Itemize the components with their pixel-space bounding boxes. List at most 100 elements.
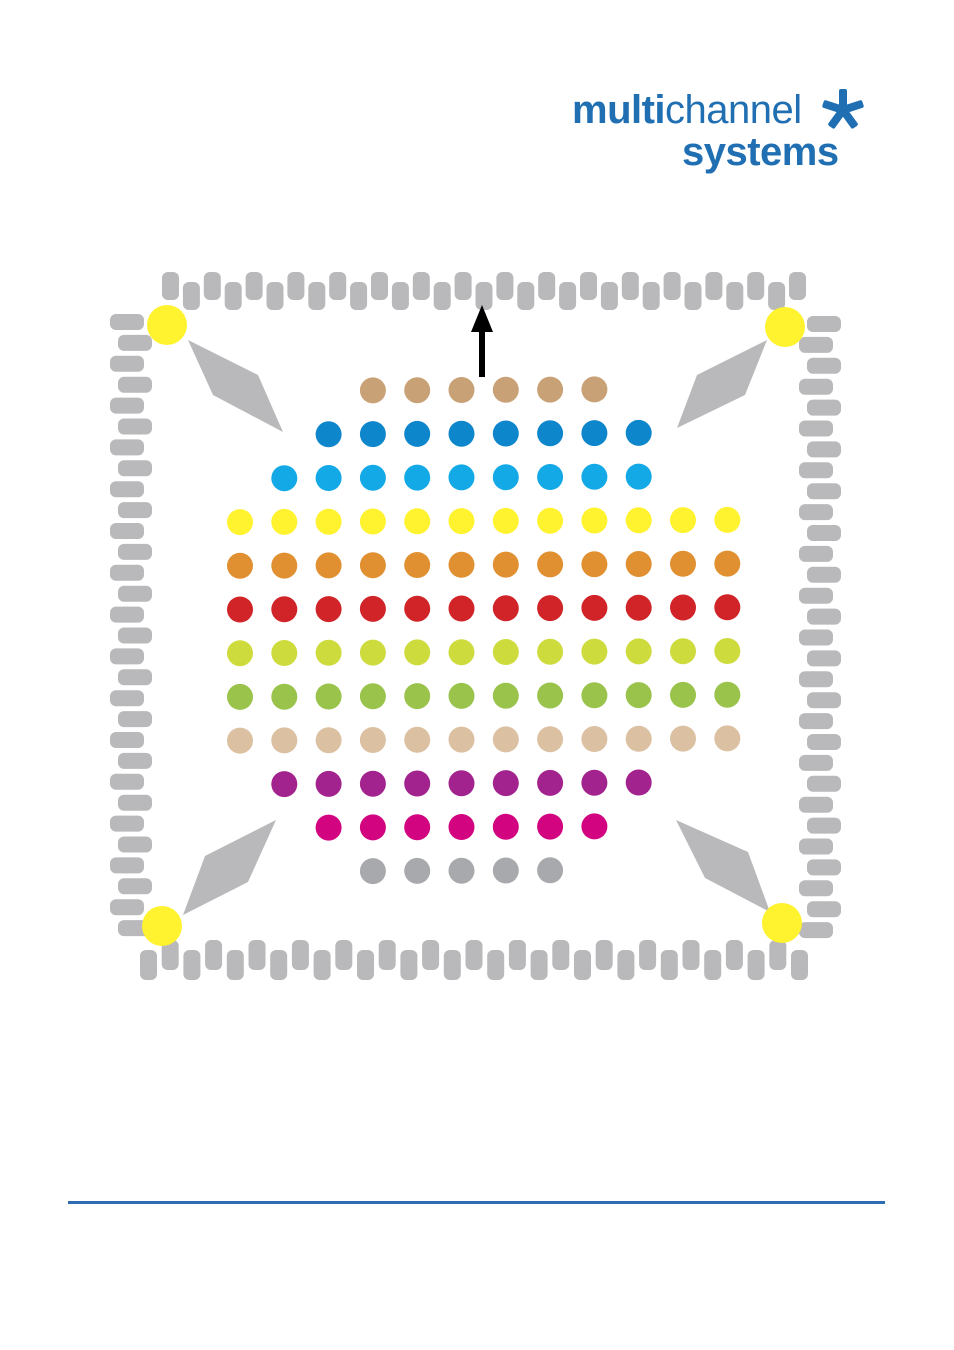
electrode <box>404 683 430 709</box>
contact-pad <box>227 950 244 980</box>
contact-pad <box>118 544 152 560</box>
contact-pad <box>807 692 841 708</box>
corner-lead <box>677 340 767 428</box>
electrode <box>449 596 475 622</box>
contact-pad <box>807 483 841 499</box>
electrode <box>227 728 253 754</box>
electrode <box>404 465 430 491</box>
electrode <box>493 858 519 884</box>
contact-pad <box>183 950 200 980</box>
contact-pad <box>314 950 331 980</box>
electrode <box>271 684 297 710</box>
contact-pad <box>118 586 152 602</box>
contact-pad <box>110 732 144 748</box>
electrode <box>404 596 430 622</box>
contact-pad <box>799 588 833 604</box>
contact-pad <box>400 950 417 980</box>
electrode <box>316 552 342 578</box>
contact-pad <box>434 282 451 310</box>
contact-pads-right <box>799 316 841 938</box>
electrode <box>537 551 563 577</box>
reference-electrode <box>142 906 182 946</box>
electrode <box>449 858 475 884</box>
contact-pad <box>118 837 152 853</box>
electrode <box>670 638 696 664</box>
contact-pad <box>768 282 785 310</box>
electrode <box>714 638 740 664</box>
contact-pad <box>496 272 513 300</box>
contact-pad <box>807 525 841 541</box>
logo-word-multi: multi <box>572 88 665 132</box>
contact-pad <box>205 940 222 970</box>
electrode <box>360 771 386 797</box>
contact-pad <box>789 272 806 300</box>
reference-electrode <box>762 903 802 943</box>
electrode <box>227 684 253 710</box>
contact-pad <box>162 272 179 300</box>
contact-pad <box>118 878 152 894</box>
contact-pad <box>799 880 833 896</box>
electrode <box>493 595 519 621</box>
contact-pad <box>799 755 833 771</box>
electrode <box>404 771 430 797</box>
contact-pad <box>118 460 152 476</box>
electrode <box>271 553 297 579</box>
reference-electrode <box>147 305 187 345</box>
electrode <box>271 465 297 491</box>
contact-pad <box>807 734 841 750</box>
footer-rule <box>68 1201 885 1204</box>
contact-pad <box>110 607 144 623</box>
electrode <box>449 421 475 447</box>
contact-pad <box>110 314 144 330</box>
electrode <box>537 770 563 796</box>
contact-pad <box>110 857 144 873</box>
contact-pad <box>574 950 591 980</box>
contact-pad <box>110 774 144 790</box>
reference-electrode <box>765 307 805 347</box>
electrode <box>581 682 607 708</box>
electrode <box>626 464 652 490</box>
electrode <box>537 857 563 883</box>
electrode <box>404 639 430 665</box>
contact-pad <box>807 776 841 792</box>
contact-pad <box>580 272 597 300</box>
contact-pad <box>799 379 833 395</box>
contact-pad <box>292 940 309 970</box>
electrode <box>360 727 386 753</box>
electrode <box>404 377 430 403</box>
company-logo: multichannel systems <box>560 80 880 180</box>
contact-pad <box>807 358 841 374</box>
contact-pad <box>118 711 152 727</box>
electrode <box>714 725 740 751</box>
electrode <box>449 377 475 403</box>
contact-pad <box>357 950 374 980</box>
contact-pad <box>552 940 569 970</box>
contact-pad <box>118 419 152 435</box>
contact-pad <box>799 337 833 353</box>
contact-pad <box>225 282 242 310</box>
contact-pad <box>287 272 304 300</box>
contact-pad <box>466 940 483 970</box>
electrode <box>581 726 607 752</box>
electrode <box>714 594 740 620</box>
electrode <box>493 770 519 796</box>
electrode <box>626 507 652 533</box>
contact-pad <box>617 950 634 980</box>
electrode <box>360 421 386 447</box>
electrode <box>670 507 696 533</box>
electrode <box>581 813 607 839</box>
contact-pad <box>270 950 287 980</box>
contact-pad <box>807 818 841 834</box>
contact-pad <box>559 282 576 310</box>
contact-pad <box>807 316 841 332</box>
contact-pad <box>799 504 833 520</box>
electrode <box>360 552 386 578</box>
contact-pads-top <box>162 272 806 310</box>
contact-pad <box>476 282 493 310</box>
electrode <box>271 640 297 666</box>
electrode <box>714 507 740 533</box>
electrode <box>449 639 475 665</box>
contact-pad <box>799 630 833 646</box>
contact-pad <box>118 669 152 685</box>
contact-pad <box>622 272 639 300</box>
